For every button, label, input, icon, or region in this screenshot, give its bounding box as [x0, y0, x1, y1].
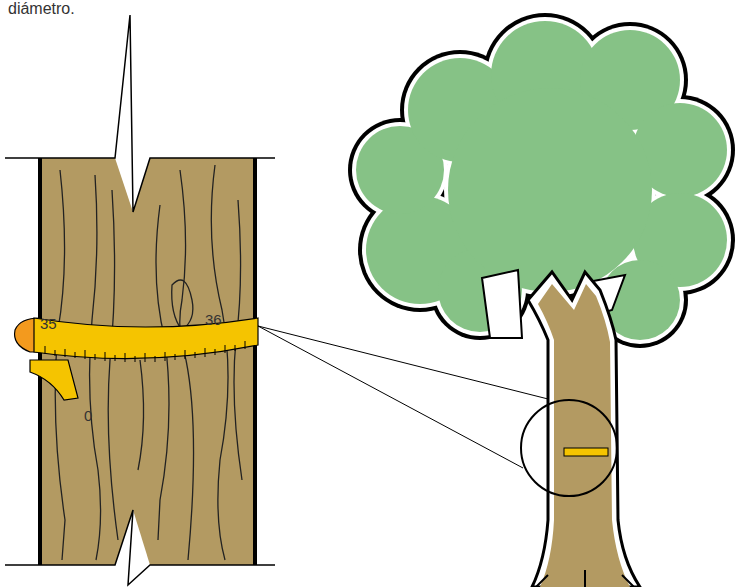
tape-number: 36 — [205, 312, 222, 329]
trunk-inset — [5, 15, 275, 585]
leader-lines — [258, 326, 556, 468]
tape-number: 0 — [84, 408, 92, 425]
caption-text: diámetro. — [8, 0, 75, 18]
tree — [348, 13, 735, 587]
tape-number: 35 — [40, 316, 57, 333]
